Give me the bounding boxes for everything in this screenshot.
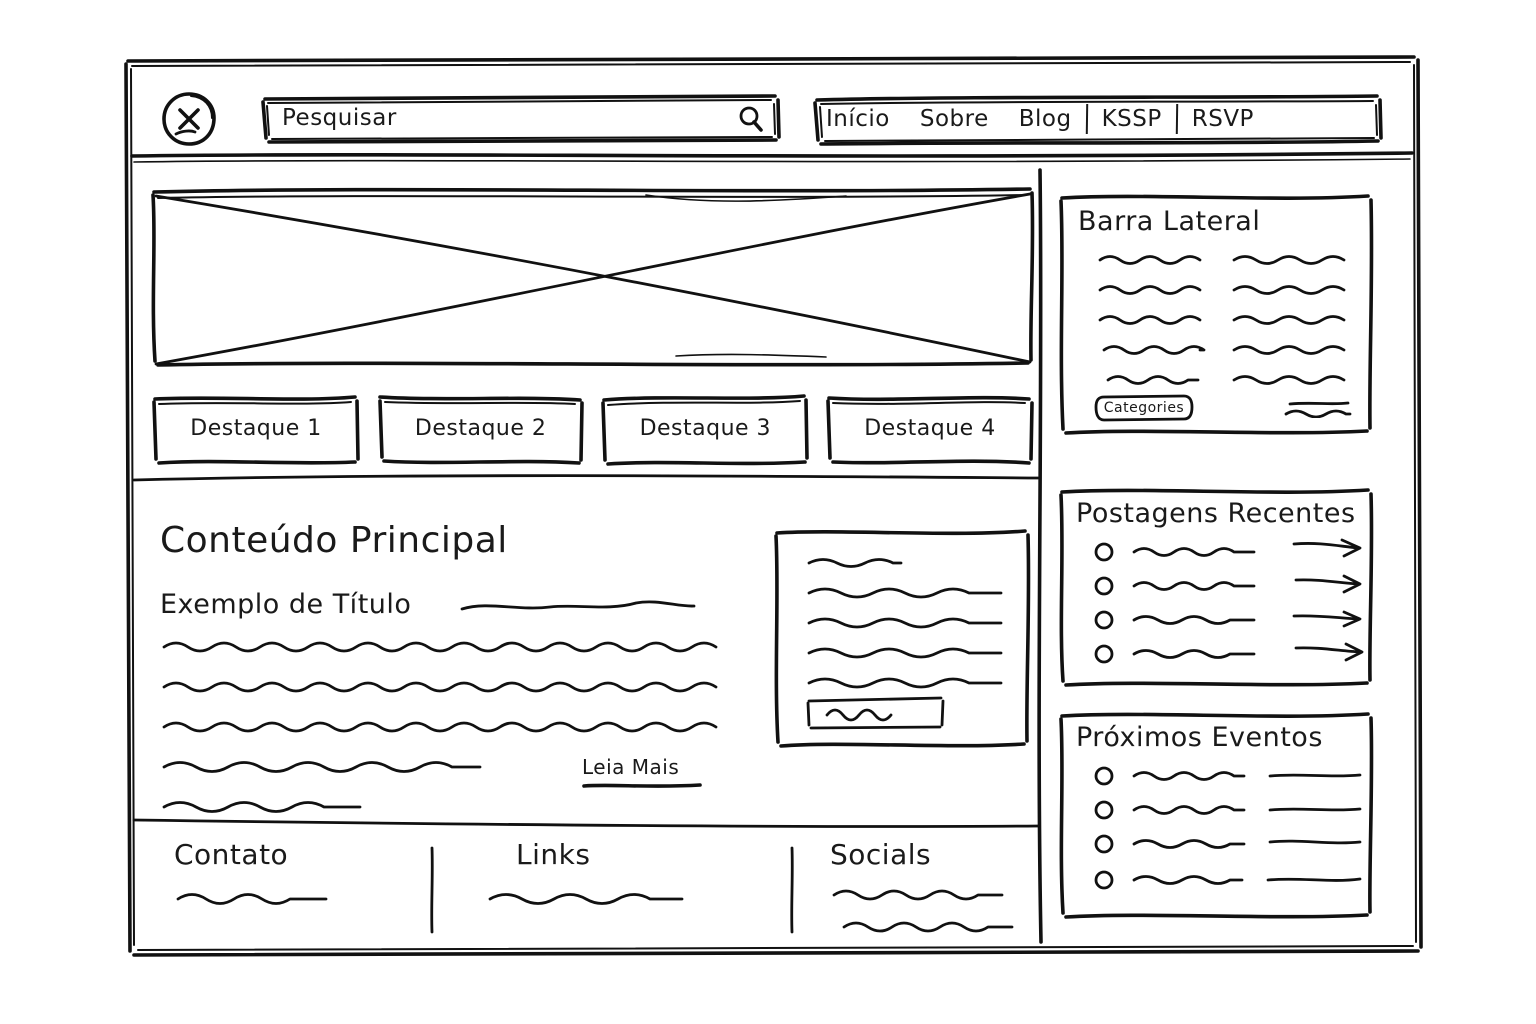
categories-tag[interactable]: Categories: [1094, 394, 1194, 422]
nav-item-sobre[interactable]: Sobre: [919, 106, 989, 132]
nav-item-blog[interactable]: Blog: [1018, 106, 1072, 132]
browser-window-frame: [124, 55, 1423, 957]
feature-label-4: Destaque 4: [864, 416, 996, 441]
categories-tag-label: Categories: [1103, 400, 1185, 416]
panel-title-postagens-recentes: Postagens Recentes: [1076, 498, 1356, 529]
sidebar-line-grid: [1098, 255, 1352, 418]
site-header: Pesquisar Início Sobre Blog KSSP: [140, 74, 1398, 162]
panel-title-proximos-eventos: Próximos Eventos: [1076, 722, 1323, 753]
feature-label-3: Destaque 3: [639, 416, 772, 441]
site-footer: Contato Links Socials: [160, 838, 1040, 943]
footer-column-contato: Contato: [174, 838, 344, 913]
sidebar-panel-postagens-recentes: Postagens Recentes: [1059, 488, 1374, 687]
read-more-label: Leia Mais: [582, 755, 680, 779]
footer-contato-lines: [176, 893, 328, 905]
content-card[interactable]: [774, 529, 1031, 748]
feature-box-2[interactable]: Destaque 2: [377, 395, 585, 465]
feature-box-1[interactable]: Destaque 1: [152, 395, 360, 465]
nav-item-rsvp[interactable]: RSVP: [1191, 106, 1254, 132]
content-subtitle: Exemplo de Título: [160, 589, 412, 620]
sidebar-panel-barra-lateral: Barra Lateral Categories: [1059, 194, 1374, 435]
search-icon[interactable]: [738, 105, 764, 133]
read-more-underline: [582, 783, 702, 788]
search-input-value: Pesquisar: [282, 105, 397, 131]
feature-label-1: Destaque 1: [190, 416, 322, 441]
nav-divider: [1085, 103, 1088, 135]
footer-title-socials: Socials: [830, 838, 932, 871]
sidebar-panel-proximos-eventos: Próximos Eventos: [1059, 712, 1374, 919]
close-x-circle-icon[interactable]: [160, 90, 218, 148]
footer-column-socials: Socials: [830, 838, 1020, 943]
feature-box-3[interactable]: Destaque 3: [601, 394, 810, 466]
feature-boxes: Destaque 1 Destaque 2 Destaque 3 Destaqu…: [152, 394, 1034, 466]
feature-box-4[interactable]: Destaque 4: [826, 395, 1034, 465]
footer-divider-1: [428, 846, 436, 934]
footer-column-links: Links: [488, 838, 686, 913]
footer-links-lines: [488, 893, 684, 905]
nav-item-kssp[interactable]: KSSP: [1101, 106, 1162, 132]
search-input[interactable]: Pesquisar: [261, 94, 782, 144]
nav-items-list: Início Sobre Blog KSSP RSVP: [812, 94, 1384, 144]
page-title: Conteúdo Principal: [160, 520, 508, 561]
footer-divider-2: [788, 846, 796, 934]
footer-title-links: Links: [516, 838, 591, 871]
main-content-section: Conteúdo Principal Exemplo de Título: [160, 520, 730, 825]
panel-title-barra-lateral: Barra Lateral: [1078, 206, 1261, 237]
feature-label-2: Destaque 2: [414, 416, 547, 441]
hero-image-placeholder[interactable]: [151, 187, 1035, 367]
footer-socials-lines: [832, 889, 1014, 933]
nav-divider: [1175, 103, 1178, 135]
footer-title-contato: Contato: [174, 838, 289, 871]
recent-posts-list: [1094, 538, 1364, 664]
content-subtitle-row: Exemplo de Título: [160, 589, 730, 627]
content-paragraph-lines: [162, 641, 718, 813]
events-list: [1094, 766, 1362, 890]
main-navigation: Início Sobre Blog KSSP RSVP: [812, 94, 1384, 146]
subtitle-squiggle: [460, 600, 696, 611]
nav-item-inicio[interactable]: Início: [826, 106, 890, 132]
read-more-link[interactable]: Leia Mais: [582, 755, 704, 791]
